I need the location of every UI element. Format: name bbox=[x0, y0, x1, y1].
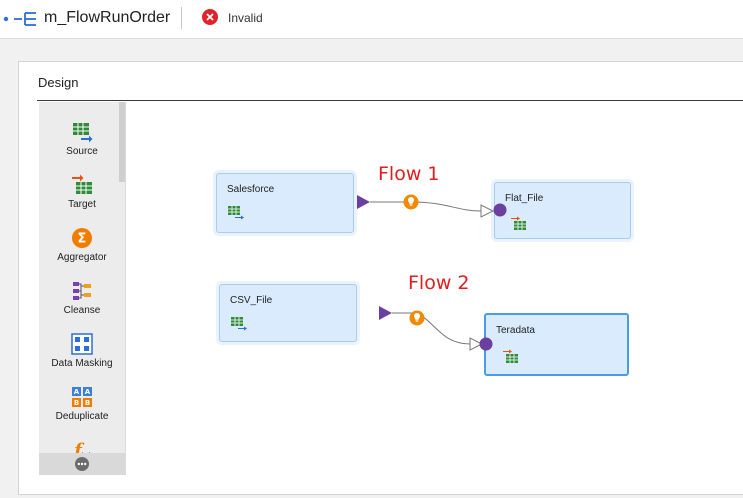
palette-label: Cleanse bbox=[63, 305, 101, 316]
design-panel: Design Source Target Σ Agg bbox=[18, 61, 743, 495]
mapping-canvas[interactable]: Flow 1 Salesforce Flat_File Flow 2 CSV_F… bbox=[127, 102, 743, 492]
design-panel-title: Design bbox=[38, 75, 79, 90]
target-icon bbox=[511, 216, 526, 230]
flow-links bbox=[357, 194, 507, 351]
palette-label: Source bbox=[66, 146, 98, 157]
source-icon bbox=[73, 123, 93, 143]
output-port[interactable] bbox=[357, 195, 370, 209]
source-icon bbox=[231, 317, 247, 331]
svg-text:A: A bbox=[85, 388, 91, 396]
link-arrow bbox=[480, 204, 495, 218]
palette-more-bar bbox=[39, 453, 125, 475]
source-node-csv-file[interactable]: CSV_File bbox=[219, 284, 357, 342]
flow-label: Flow 2 bbox=[408, 272, 470, 294]
palette-label: Target bbox=[68, 199, 96, 210]
header-divider bbox=[181, 7, 182, 29]
cleanse-icon bbox=[73, 282, 91, 300]
input-port[interactable] bbox=[493, 203, 507, 217]
node-label: Salesforce bbox=[227, 184, 275, 195]
link-arrow bbox=[469, 337, 484, 351]
target-icon bbox=[72, 174, 92, 194]
transformation-palette: Source Target Σ Aggregator bbox=[39, 102, 126, 475]
node-label: Teradata bbox=[496, 325, 535, 336]
palette-item-source[interactable]: Source bbox=[39, 121, 125, 157]
link-lightbulb-icon[interactable] bbox=[403, 194, 419, 210]
node-label: Flat_File bbox=[505, 193, 544, 204]
svg-text:B: B bbox=[85, 399, 90, 407]
design-panel-rule bbox=[37, 100, 743, 101]
svg-text:A: A bbox=[74, 388, 80, 396]
svg-text:B: B bbox=[74, 399, 79, 407]
source-icon bbox=[228, 206, 244, 220]
source-node-salesforce[interactable]: Salesforce bbox=[216, 173, 354, 233]
mapping-header: m_FlowRunOrder Invalid bbox=[0, 0, 743, 39]
target-node-flat-file[interactable]: Flat_File bbox=[494, 182, 631, 239]
palette-item-cleanse[interactable]: Cleanse bbox=[39, 280, 125, 316]
flow-label: Flow 1 bbox=[378, 163, 440, 185]
error-x-icon bbox=[202, 9, 218, 25]
input-port[interactable] bbox=[479, 337, 493, 351]
palette-scrollbar[interactable] bbox=[119, 102, 125, 182]
node-label: CSV_File bbox=[230, 295, 273, 306]
target-icon bbox=[503, 349, 518, 363]
link-line[interactable] bbox=[410, 201, 482, 212]
mapping-icon bbox=[3, 12, 36, 26]
svg-text:Σ: Σ bbox=[78, 232, 87, 247]
palette-label: Deduplicate bbox=[55, 411, 109, 422]
palette-item-target[interactable]: Target bbox=[39, 174, 125, 210]
link-lightbulb-icon[interactable] bbox=[409, 310, 425, 326]
aggregator-icon: Σ bbox=[72, 228, 92, 248]
more-icon[interactable] bbox=[75, 457, 89, 471]
mapping-title[interactable]: m_FlowRunOrder bbox=[44, 9, 171, 26]
palette-label: Data Masking bbox=[51, 358, 113, 369]
palette-item-data-masking[interactable]: Data Masking bbox=[39, 333, 125, 369]
data-masking-icon bbox=[71, 333, 93, 355]
mapping-status: Invalid bbox=[228, 11, 263, 25]
output-port[interactable] bbox=[379, 306, 392, 320]
palette-item-aggregator[interactable]: Σ Aggregator bbox=[39, 227, 125, 263]
palette-label: Aggregator bbox=[57, 252, 107, 263]
